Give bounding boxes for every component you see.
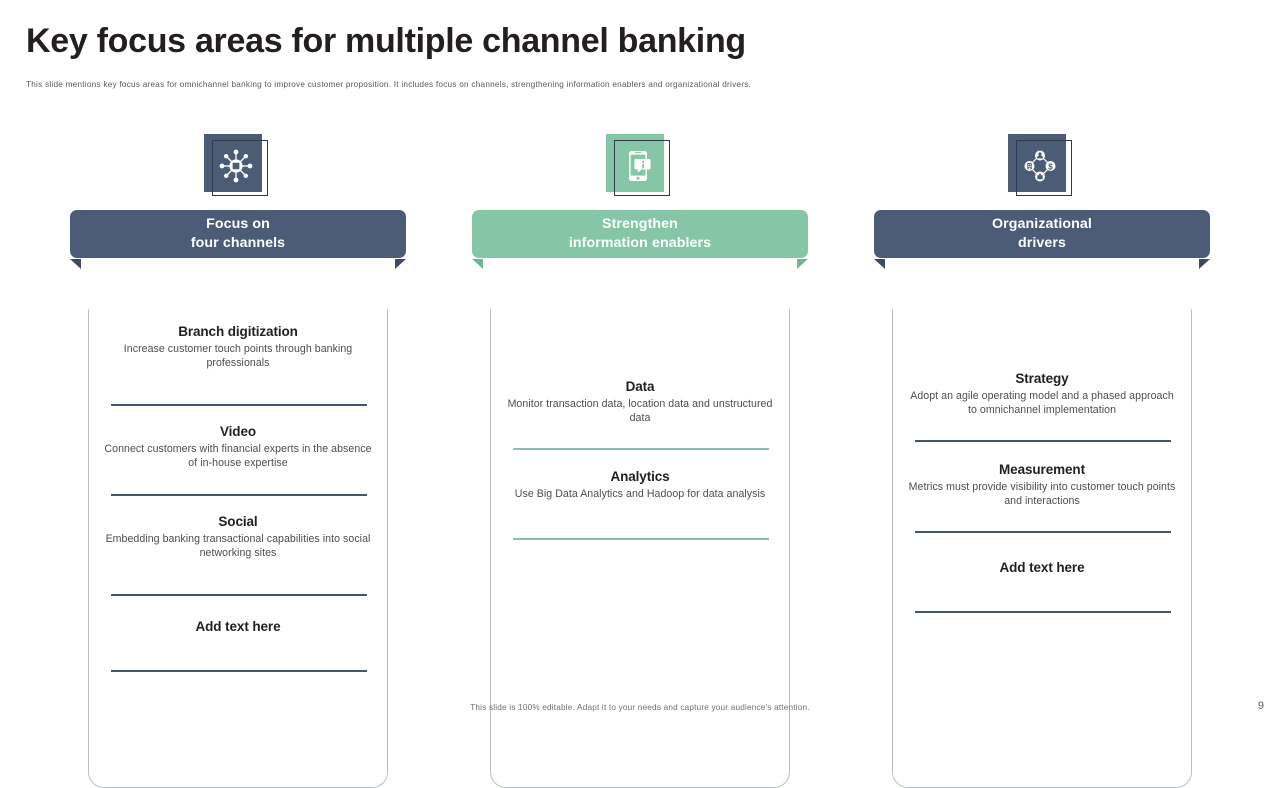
card-body: Strategy Adopt an agile operating model … xyxy=(892,309,1192,788)
divider xyxy=(915,611,1171,613)
block-title: Social xyxy=(218,514,258,529)
column-focus-on-four-channels: Focus on four channels Branch digitizati… xyxy=(37,130,439,788)
banner-tail-right xyxy=(1199,259,1210,269)
icon-zone xyxy=(439,130,841,210)
page-number: 9 xyxy=(1257,700,1264,712)
list-item[interactable]: Analytics Use Big Data Analytics and Had… xyxy=(491,468,789,501)
header-line-1: Organizational xyxy=(992,216,1092,232)
columns-container: Focus on four channels Branch digitizati… xyxy=(37,130,1243,788)
list-item[interactable]: Data Monitor transaction data, location … xyxy=(491,378,789,426)
network-hub-icon xyxy=(210,140,262,192)
block-title: Measurement xyxy=(999,462,1085,477)
block-desc: Adopt an agile operating model and a pha… xyxy=(910,390,1174,417)
column-header-focus-on-four-channels[interactable]: Focus on four channels xyxy=(70,210,406,258)
banner-wrap: Focus on four channels xyxy=(37,210,439,269)
block-desc: Increase customer touch points through b… xyxy=(123,343,353,370)
block-desc: Use Big Data Analytics and Hadoop for da… xyxy=(514,488,766,500)
block-title: Add text here xyxy=(195,619,281,634)
block-title: Video xyxy=(219,424,256,439)
icon-fill xyxy=(1008,134,1066,192)
icon-plate xyxy=(606,134,670,196)
header-line-1: Strengthen xyxy=(602,216,678,232)
block-desc: Metrics must provide visibility into cus… xyxy=(908,481,1176,508)
footer-note: This slide is 100% editable. Adapt it to… xyxy=(470,703,810,712)
block-title: Strategy xyxy=(1015,371,1069,386)
block-desc: Connect customers with financial experts… xyxy=(104,443,372,470)
banner-tail-left xyxy=(874,259,885,269)
list-item[interactable]: Branch digitization Increase customer to… xyxy=(89,323,387,371)
list-item[interactable]: Add text here xyxy=(893,559,1191,576)
banner-wrap: Organizational drivers xyxy=(841,210,1243,269)
banner-tail-left xyxy=(70,259,81,269)
block-title: Analytics xyxy=(610,469,670,484)
divider xyxy=(513,448,769,450)
column-organizational-drivers: $ Organizational drivers xyxy=(841,130,1243,788)
list-item[interactable]: Strategy Adopt an agile operating model … xyxy=(893,370,1191,418)
icon-plate: $ xyxy=(1008,134,1072,196)
header-line-2: four channels xyxy=(190,235,286,251)
divider xyxy=(111,494,367,496)
header-line-1: Focus on xyxy=(206,216,270,232)
block-desc: Monitor transaction data, location data … xyxy=(507,398,773,425)
block-title: Branch digitization xyxy=(178,324,298,339)
block-title: Data xyxy=(625,379,655,394)
blocks: Data Monitor transaction data, location … xyxy=(491,309,789,787)
mobile-info-icon xyxy=(612,140,664,192)
svg-text:$: $ xyxy=(1048,162,1053,171)
list-item[interactable]: Social Embedding banking transactional c… xyxy=(89,513,387,561)
card-body: Branch digitization Increase customer to… xyxy=(88,309,388,788)
block-desc: Embedding banking transactional capabili… xyxy=(105,533,371,560)
divider xyxy=(513,538,769,540)
header-line-2: drivers xyxy=(1017,235,1067,251)
slide-title: Key focus areas for multiple channel ban… xyxy=(26,22,746,60)
banner-tail-right xyxy=(395,259,406,269)
divider xyxy=(111,670,367,672)
divider xyxy=(915,440,1171,442)
icon-outline-square xyxy=(212,140,268,196)
divider xyxy=(915,531,1171,533)
banner-wrap: Strengthen information enablers xyxy=(439,210,841,269)
icon-zone: $ xyxy=(841,130,1243,210)
divider xyxy=(111,594,367,596)
blocks: Branch digitization Increase customer to… xyxy=(89,309,387,787)
block-title: Add text here xyxy=(999,560,1085,575)
icon-zone xyxy=(37,130,439,210)
column-strengthen-information-enablers: Strengthen information enablers Data Mon… xyxy=(439,130,841,788)
header-line-2: information enablers xyxy=(568,235,712,251)
column-header-strengthen-information-enablers[interactable]: Strengthen information enablers xyxy=(472,210,808,258)
card-body: Data Monitor transaction data, location … xyxy=(490,309,790,788)
icon-outline-square xyxy=(1016,140,1072,196)
icon-plate xyxy=(204,134,268,196)
blocks: Strategy Adopt an agile operating model … xyxy=(893,309,1191,787)
icon-outline-square xyxy=(614,140,670,196)
banner-tail-left xyxy=(472,259,483,269)
organization-network-icon: $ xyxy=(1014,140,1066,192)
slide-subtitle: This slide mentions key focus areas for … xyxy=(26,80,752,89)
divider xyxy=(111,404,367,406)
banner-tail-right xyxy=(797,259,808,269)
list-item[interactable]: Video Connect customers with financial e… xyxy=(89,423,387,471)
column-header-organizational-drivers[interactable]: Organizational drivers xyxy=(874,210,1210,258)
list-item[interactable]: Add text here xyxy=(89,618,387,635)
list-item[interactable]: Measurement Metrics must provide visibil… xyxy=(893,461,1191,509)
